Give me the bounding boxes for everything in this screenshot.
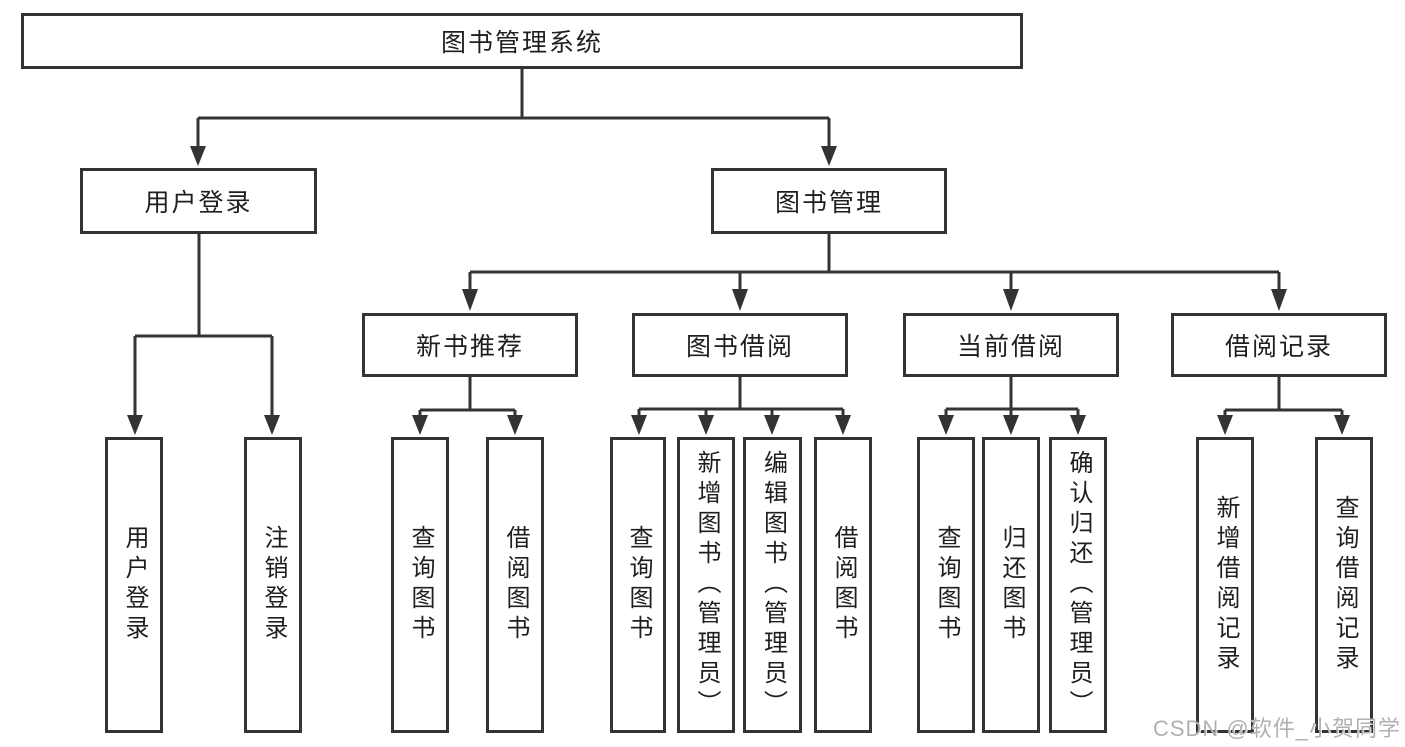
- csdn-watermark: CSDN @软件_小贺同学: [1152, 716, 1401, 741]
- leaf-add-borrow-record: 新增借阅记录: [1196, 437, 1254, 733]
- leaf-borrow-books-1: 借阅图书: [486, 437, 544, 733]
- leaf-edit-books-admin: 编辑图书（管理员）: [743, 437, 802, 733]
- node-root-system: 图书管理系统: [21, 13, 1023, 69]
- node-book-management: 图书管理: [711, 168, 947, 234]
- leaf-label: 查询图书: [625, 525, 652, 645]
- node-book-borrowing: 图书借阅: [632, 313, 848, 377]
- leaf-label: 借阅图书: [830, 525, 857, 645]
- node-label: 用户登录: [144, 189, 253, 217]
- leaf-label: 确认归还（管理员）: [1065, 450, 1092, 720]
- leaf-logout: 注销登录: [244, 437, 302, 733]
- node-current-borrow: 当前借阅: [903, 313, 1119, 377]
- leaf-confirm-return-admin: 确认归还（管理员）: [1049, 437, 1107, 733]
- leaf-label: 查询图书: [407, 525, 434, 645]
- node-label: 图书管理系统: [440, 29, 603, 57]
- leaf-query-books-2: 查询图书: [610, 437, 666, 733]
- leaf-label: 编辑图书（管理员）: [759, 450, 787, 720]
- leaf-label: 注销登录: [260, 525, 287, 645]
- node-label: 当前借阅: [956, 333, 1065, 361]
- node-label: 图书管理: [774, 189, 883, 217]
- node-label: 借阅记录: [1224, 333, 1333, 361]
- leaf-label: 查询借阅记录: [1331, 495, 1358, 675]
- node-label: 图书借阅: [685, 333, 794, 361]
- leaf-query-books-1: 查询图书: [391, 437, 449, 733]
- node-label: 新书推荐: [415, 333, 524, 361]
- leaf-label: 查询图书: [933, 525, 960, 645]
- leaf-add-books-admin: 新增图书（管理员）: [677, 437, 735, 733]
- node-new-book-recommend: 新书推荐: [362, 313, 578, 377]
- leaf-label: 用户登录: [121, 525, 148, 645]
- leaf-user-login: 用户登录: [105, 437, 163, 733]
- leaf-borrow-books-2: 借阅图书: [814, 437, 872, 733]
- leaf-return-books: 归还图书: [982, 437, 1040, 733]
- leaf-label: 新增图书（管理员）: [693, 450, 720, 720]
- leaf-label: 归还图书: [998, 525, 1025, 645]
- node-borrow-records: 借阅记录: [1171, 313, 1387, 377]
- leaf-query-borrow-record: 查询借阅记录: [1315, 437, 1373, 733]
- leaf-label: 借阅图书: [502, 525, 529, 645]
- leaf-label: 新增借阅记录: [1212, 495, 1239, 675]
- node-user-login: 用户登录: [80, 168, 317, 234]
- leaf-query-books-3: 查询图书: [917, 437, 975, 733]
